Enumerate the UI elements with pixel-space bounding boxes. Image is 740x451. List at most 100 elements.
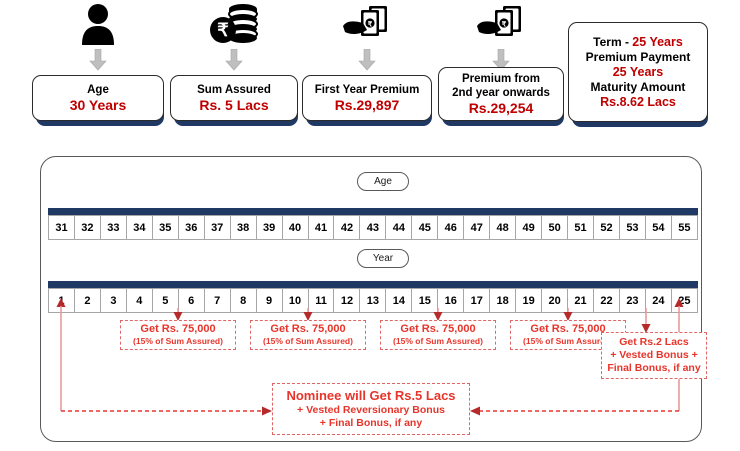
maturity-line-1: Get Rs.2 Lacs	[619, 336, 689, 348]
age-cell: 55	[670, 215, 698, 240]
card-value: Rs.29,254	[468, 99, 534, 116]
cash-in-hand-icon: ₹	[438, 0, 564, 48]
year-cell: 18	[489, 288, 517, 313]
summary-card-term-details: Term - 25 Years Premium Payment 25 Years…	[568, 22, 708, 127]
year-cell: 8	[229, 288, 257, 313]
card-body-renewal-premium: Premium from 2nd year onwards Rs.29,254	[438, 67, 564, 121]
age-cell: 52	[593, 215, 620, 240]
summary-card-first-year-premium: ₹ First Year Premium Rs.29,897	[302, 0, 432, 126]
card-value: Rs.29,897	[334, 96, 400, 113]
age-cell: 37	[203, 215, 231, 240]
maturity-line-2: + Vested Bonus +	[610, 349, 698, 361]
age-cell: 45	[411, 215, 439, 240]
year-cell: 4	[125, 288, 153, 313]
summary-cards-row: Age 30 Years ₹	[0, 0, 740, 145]
year-cell: 12	[333, 288, 361, 313]
year-cell: 7	[203, 288, 231, 313]
age-cell: 36	[177, 215, 205, 240]
age-cell: 38	[229, 215, 257, 240]
card-body-age: Age 30 Years	[32, 75, 164, 121]
age-cell: 32	[73, 215, 101, 240]
year-cell: 15	[411, 288, 439, 313]
year-cell: 1	[48, 288, 75, 313]
card-value: 30 Years	[69, 96, 127, 113]
age-cell: 51	[567, 215, 595, 240]
payout-callout-year-20: Get Rs. 75,000 (15% of Sum Assured)	[510, 320, 626, 350]
age-pill-label: Age	[357, 172, 409, 191]
year-cell: 25	[670, 288, 698, 313]
nominee-line-1: Nominee will Get Rs.5 Lacs	[286, 388, 456, 403]
age-cell: 46	[437, 215, 465, 240]
payout-note: (15% of Sum Assured)	[523, 336, 613, 346]
term-label: Term -	[593, 35, 633, 49]
year-cell: 9	[255, 288, 283, 313]
age-pill-text: Age	[374, 176, 392, 187]
year-cell: 2	[73, 288, 101, 313]
card-body-first-year-premium: First Year Premium Rs.29,897	[302, 75, 432, 121]
summary-card-sum-assured: ₹ Sum Assured Rs. 5 Lacs	[170, 0, 298, 126]
card-label: Sum Assured	[197, 83, 271, 96]
card-label: Age	[87, 83, 109, 96]
rupee-coins-icon: ₹	[170, 0, 298, 48]
cash-in-hand-icon: ₹	[302, 0, 432, 48]
term-line: Term - 25 Years	[593, 34, 683, 50]
age-cell: 48	[489, 215, 517, 240]
payout-callout-year-15: Get Rs. 75,000 (15% of Sum Assured)	[380, 320, 496, 350]
year-cell: 14	[385, 288, 413, 313]
maturity-amount-label: Maturity Amount	[590, 80, 686, 94]
age-strip-bar	[48, 208, 698, 215]
payout-callout-year-10: Get Rs. 75,000 (15% of Sum Assured)	[250, 320, 366, 350]
year-cell: 23	[618, 288, 646, 313]
card-label-line1: Premium from	[462, 72, 540, 85]
age-cell: 35	[151, 215, 179, 240]
year-cell: 20	[541, 288, 569, 313]
card-body-term-details: Term - 25 Years Premium Payment 25 Years…	[568, 22, 708, 122]
year-cell: 3	[99, 288, 127, 313]
age-cell: 42	[333, 215, 361, 240]
card-label-line2: 2nd year onwards	[452, 86, 550, 99]
maturity-callout: Get Rs.2 Lacs + Vested Bonus + Final Bon…	[601, 332, 707, 379]
svg-text:₹: ₹	[502, 20, 507, 28]
year-cell: 19	[515, 288, 543, 313]
age-cell: 49	[515, 215, 543, 240]
age-cell: 54	[644, 215, 672, 240]
maturity-amount-value: Rs.8.62 Lacs	[600, 95, 676, 109]
payout-amount: Get Rs. 75,000	[530, 323, 606, 335]
down-arrow-icon	[32, 48, 164, 72]
premium-payment-label: Premium Payment	[585, 50, 691, 64]
svg-text:₹: ₹	[217, 20, 229, 40]
down-arrow-icon	[438, 48, 564, 72]
age-cell: 41	[307, 215, 335, 240]
year-cell: 24	[644, 288, 672, 313]
year-pill-text: Year	[372, 253, 394, 264]
year-cell: 22	[593, 288, 620, 313]
year-cell: 16	[437, 288, 465, 313]
age-cell: 34	[125, 215, 153, 240]
payout-note: (15% of Sum Assured)	[133, 336, 223, 346]
summary-card-renewal-premium: ₹ Premium from 2nd year onwards Rs.29,25…	[438, 0, 564, 126]
year-pill-label: Year	[357, 249, 409, 268]
nominee-line-2: + Vested Reversionary Bonus	[297, 404, 445, 416]
age-cell: 43	[359, 215, 387, 240]
age-cell: 53	[618, 215, 646, 240]
payout-note: (15% of Sum Assured)	[393, 336, 483, 346]
maturity-line-3: Final Bonus, if any	[607, 362, 701, 374]
payout-callout-year-5: Get Rs. 75,000 (15% of Sum Assured)	[120, 320, 236, 350]
year-cell: 21	[567, 288, 595, 313]
age-cell: 39	[255, 215, 283, 240]
year-strip-bar	[48, 281, 698, 288]
year-cell: 5	[151, 288, 179, 313]
age-cell: 40	[281, 215, 309, 240]
svg-text:₹: ₹	[368, 20, 373, 28]
age-cell: 44	[385, 215, 413, 240]
term-value: 25 Years	[632, 35, 683, 49]
year-cell: 10	[281, 288, 309, 313]
year-cell: 11	[307, 288, 335, 313]
payout-amount: Get Rs. 75,000	[140, 323, 216, 335]
age-cell: 33	[99, 215, 127, 240]
